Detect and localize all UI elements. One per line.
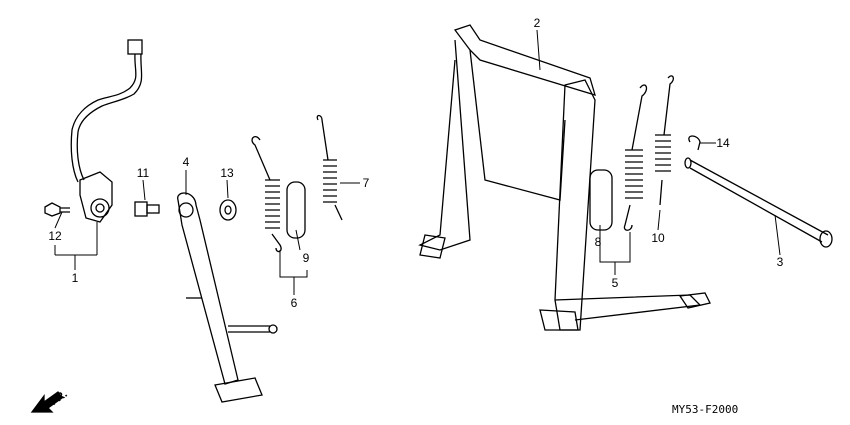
spring-7 (316, 114, 343, 221)
label-9: 9 (302, 251, 310, 265)
front-arrow-icon (30, 391, 63, 413)
main-stand-2 (418, 24, 711, 331)
label-13: 13 (220, 166, 234, 180)
spring-5-group (623, 75, 674, 231)
side-stand-4 (177, 192, 278, 403)
label-12: 12 (48, 229, 62, 243)
shaft-3 (684, 157, 833, 248)
label-4: 4 (182, 155, 190, 169)
label-5: 5 (611, 276, 619, 290)
label-8: 8 (594, 235, 602, 249)
pin-14 (688, 135, 701, 151)
collar-8 (589, 169, 613, 231)
label-6: 6 (290, 296, 298, 310)
label-10: 10 (651, 231, 665, 245)
side-stand-switch (70, 39, 143, 223)
label-3: 3 (776, 255, 784, 269)
label-1: 1 (71, 271, 79, 285)
leader-lines (54, 29, 781, 295)
figure-code: MY53-F2000 (672, 403, 739, 416)
bolt-11 (134, 201, 160, 217)
label-2: 2 (533, 16, 541, 30)
label-11: 11 (136, 166, 150, 180)
label-14: 14 (716, 136, 730, 150)
label-7: 7 (362, 176, 370, 190)
collar-13 (219, 199, 237, 221)
bolt-12 (44, 202, 70, 217)
